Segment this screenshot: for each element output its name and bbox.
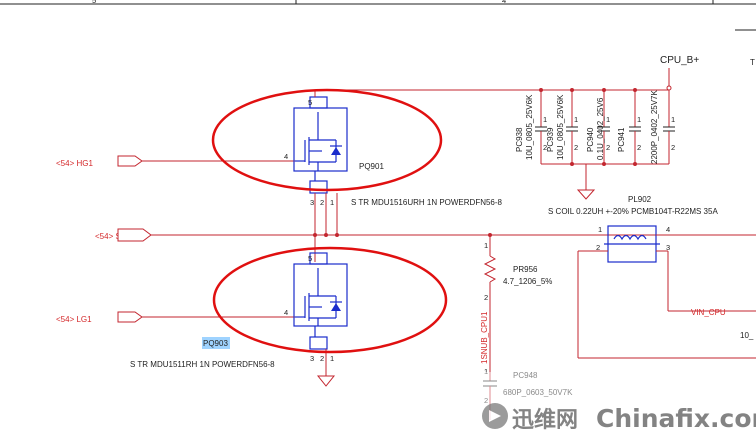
pc948-ref: PC948: [513, 371, 538, 380]
svg-text:2: 2: [574, 143, 578, 152]
snubber-network: [483, 235, 497, 420]
pq901-desc: S TR MDU1516URH 1N POWERDFN56-8: [351, 198, 503, 207]
svg-text:2: 2: [484, 293, 488, 302]
svg-text:1: 1: [484, 367, 488, 376]
net-label-cpu-b: CPU_B+: [660, 55, 699, 66]
pr956-ref: PR956: [513, 265, 538, 274]
power-port-cpu-b: [666, 85, 672, 91]
pr956-value: 4.7_1206_5%: [503, 277, 552, 286]
partial-text: T: [750, 58, 755, 67]
net-label-sw1: <54> SW1: [95, 232, 133, 241]
svg-text:2: 2: [320, 198, 324, 207]
svg-text:4: 4: [284, 308, 288, 317]
net-label-hg1: <54> HG1: [56, 159, 93, 168]
junction-dot: [324, 233, 328, 237]
svg-text:2: 2: [320, 354, 324, 363]
pq903-ref[interactable]: PQ903: [203, 339, 228, 348]
svg-text:1: 1: [330, 198, 334, 207]
pl902-desc: S COIL 0.22UH +-20% PCMB104T-R22MS 35A: [548, 207, 718, 216]
selection-highlight: [202, 337, 230, 349]
svg-text:3: 3: [666, 243, 670, 252]
watermark-text-en: Chinafix.com: [596, 404, 756, 433]
pq901-ref: PQ901: [359, 162, 384, 171]
partial-label: 10_: [740, 331, 754, 340]
junction-dot: [313, 233, 317, 237]
svg-text:2: 2: [671, 143, 675, 152]
pc940-value: 0.1U_0402_25V6: [596, 97, 605, 160]
pc938-value: 10U_0805_25V6K: [525, 94, 534, 160]
pc941-value: 2200P_0402_25V7K: [650, 89, 659, 164]
pl902-ref: PL902: [628, 195, 652, 204]
svg-text:4: 4: [666, 225, 670, 234]
pq903-desc: S TR MDU1511RH 1N POWERDFN56-8: [130, 360, 275, 369]
port-hg1: [117, 155, 143, 167]
highlight-ellipse-pq901: [211, 88, 443, 192]
svg-text:1: 1: [606, 115, 610, 124]
svg-text:5: 5: [308, 98, 312, 107]
svg-text:1: 1: [637, 115, 641, 124]
svg-text:1: 1: [671, 115, 675, 124]
inductor-pl902: [577, 225, 756, 359]
border-zone-left: 5: [92, 0, 96, 5]
svg-text:2: 2: [596, 243, 600, 252]
pc939-value: 10U_0805_25V6K: [556, 94, 565, 160]
pc941-ref: PC941: [617, 127, 626, 152]
pc948-value: 680P_0603_50V7K: [503, 388, 573, 397]
port-lg1: [117, 311, 143, 323]
svg-text:2: 2: [637, 143, 641, 152]
svg-text:3: 3: [310, 354, 314, 363]
svg-text:5: 5: [308, 254, 312, 263]
svg-text:2: 2: [543, 143, 547, 152]
border-zone-right: 4: [502, 0, 506, 5]
net-label-lg1: <54> LG1: [56, 315, 92, 324]
svg-text:1: 1: [484, 241, 488, 250]
svg-text:1: 1: [598, 225, 602, 234]
pc939-ref: PC939: [546, 127, 555, 152]
pc938-ref: PC938: [515, 127, 524, 152]
watermark: 迅维网 Chinafix.com: [480, 372, 756, 444]
svg-text:3: 3: [310, 198, 314, 207]
pc940-ref: PC940: [586, 127, 595, 152]
svg-text:2: 2: [484, 396, 488, 405]
svg-text:1: 1: [574, 115, 578, 124]
svg-text:2: 2: [606, 143, 610, 152]
port-sw1: [117, 228, 152, 242]
mosfet-pq901: [293, 90, 348, 194]
svg-text:4: 4: [284, 152, 288, 161]
svg-text:1: 1: [330, 354, 334, 363]
svg-text:1: 1: [543, 115, 547, 124]
watermark-text-cn: 迅维网: [512, 407, 578, 433]
highlight-ellipse-pq903: [212, 246, 448, 354]
mosfet-pq903: [293, 252, 348, 387]
junction-dot: [335, 233, 339, 237]
net-label-vin-cpu: VIN_CPU: [691, 308, 726, 317]
net-label-snub: 1SNUB_CPU1: [480, 311, 489, 364]
capacitor-bank: [535, 90, 675, 200]
